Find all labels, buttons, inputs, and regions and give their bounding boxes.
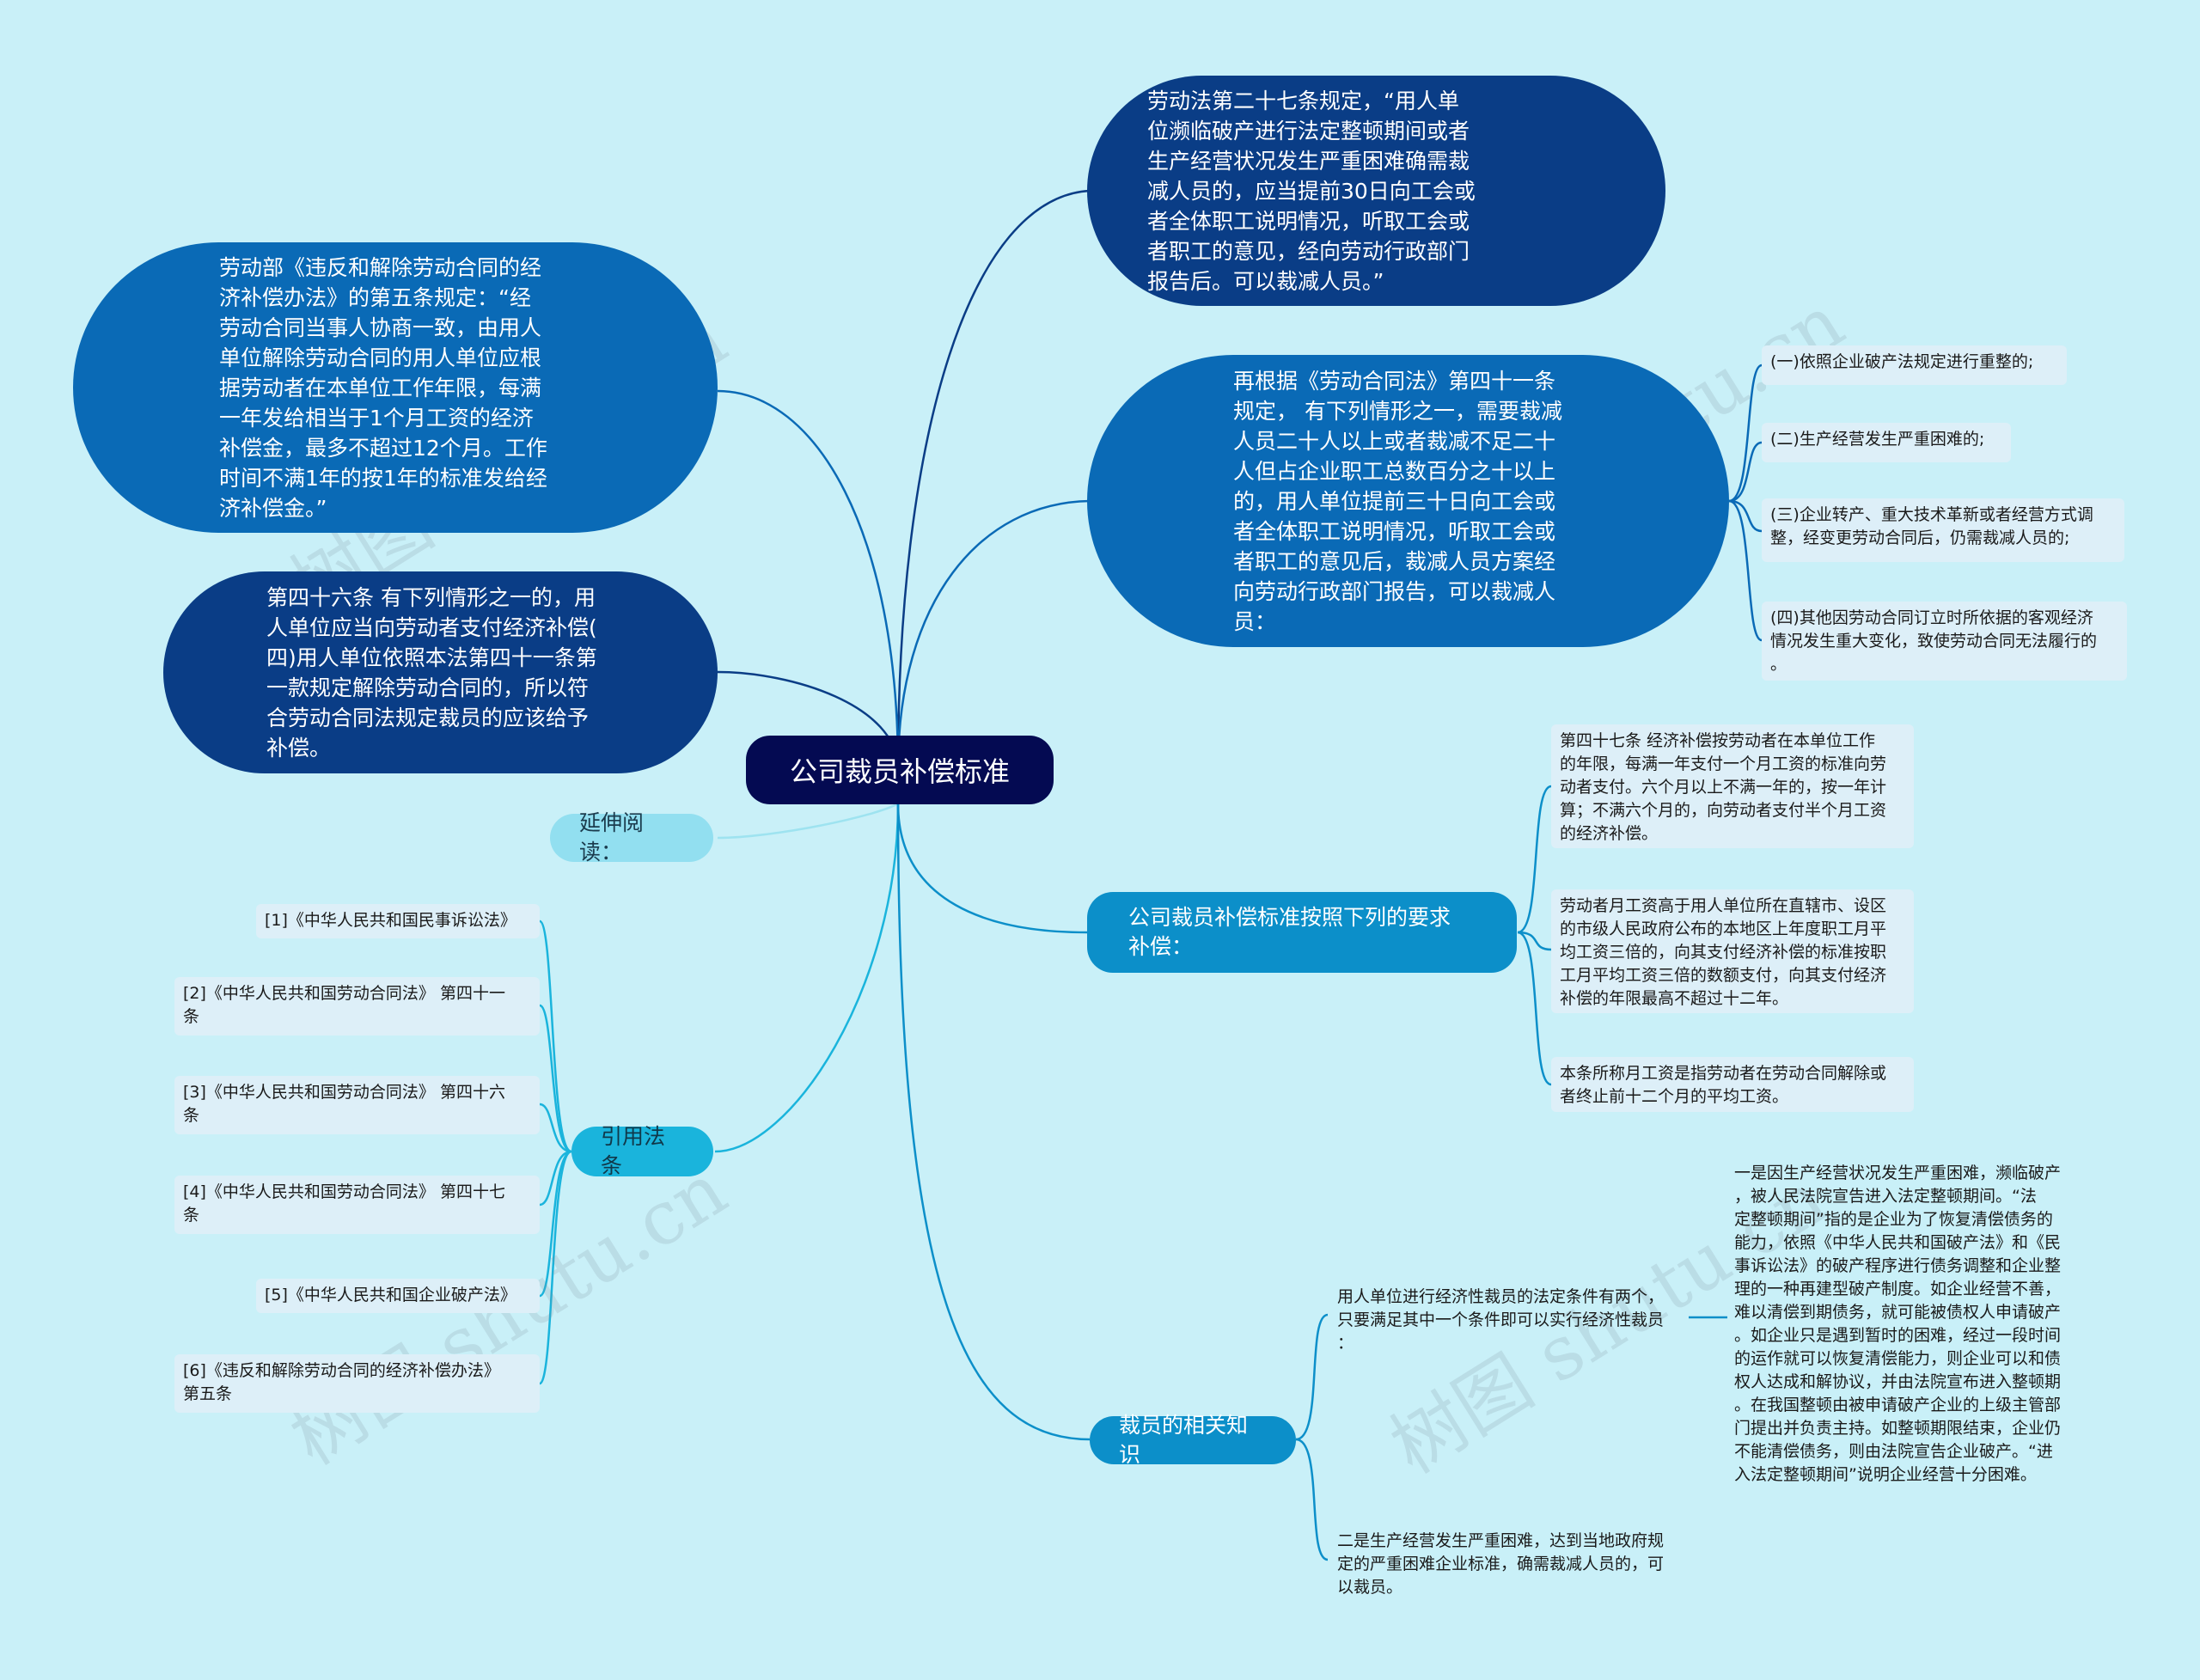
knowledge-condition-intro[interactable]: 用人单位进行经济性裁员的法定条件有两个， 只要满足其中一个条件即可以实行经济性裁… — [1337, 1287, 1665, 1353]
edge-knowledge — [896, 803, 1091, 1441]
branch-text: 劳动法第二十七条规定，“用人单 位濒临破产进行法定整顿期间或者 生产经营状况发生… — [1147, 88, 1476, 294]
knowledge-condition-two[interactable]: 二是生产经营发生严重困难，达到当地政府规 定的严重困难企业标准，确需裁减人员的，… — [1337, 1531, 1665, 1597]
edge-standard — [896, 803, 1088, 934]
edge-left-1 — [717, 389, 900, 770]
standard-item[interactable]: 本条所称月工资是指劳动者在劳动合同解除或 者终止前十二个月的平均工资。 — [1551, 1057, 1914, 1112]
branch-label: 公司裁员补偿标准按照下列的要求 补偿： — [1128, 905, 1451, 959]
branch-label: 裁员的相关知识 — [1119, 1413, 1249, 1467]
condition-item[interactable]: (一)依照企业破产法规定进行重整的; — [1762, 345, 2067, 385]
branch-label: 引用法条 — [601, 1124, 666, 1178]
standard-item[interactable]: 第四十七条 经济补偿按劳动者在本单位工作 的年限，每满一年支付一个月工资的标准向… — [1551, 724, 1914, 848]
branch-compensation-method[interactable]: 劳动部《违反和解除劳动合同的经 济补偿办法》的第五条规定：“经 劳动合同当事人协… — [73, 242, 718, 533]
branch-text: 劳动部《违反和解除劳动合同的经 济补偿办法》的第五条规定：“经 劳动合同当事人协… — [219, 254, 547, 521]
citation-item[interactable]: [1]《中华人民共和国民事诉讼法》 — [256, 904, 540, 938]
condition-item[interactable]: (四)其他因劳动合同订立时所依据的客观经济 情况发生重大变化，致使劳动合同无法履… — [1762, 602, 2127, 681]
branch-article-27[interactable]: 劳动法第二十七条规定，“用人单 位濒临破产进行法定整顿期间或者 生产经营状况发生… — [1087, 76, 1665, 306]
condition-item[interactable]: (三)企业转产、重大技术革新或者经营方式调 整，经变更劳动合同后，仍需裁减人员的… — [1762, 498, 2124, 562]
condition-item[interactable]: (二)生产经营发生严重困难的; — [1762, 423, 2011, 462]
standard-item[interactable]: 劳动者月工资高于用人单位所在直辖市、设区 的市级人民政府公布的本地区上年度职工月… — [1551, 889, 1914, 1013]
edge-cited — [714, 803, 900, 1153]
root-topic[interactable]: 公司裁员补偿标准 — [746, 736, 1054, 804]
branch-article-41[interactable]: 再根据《劳动合同法》第四十一条 规定， 有下列情形之一，需要裁减 人员二十人以上… — [1087, 355, 1729, 647]
branch-text: 再根据《劳动合同法》第四十一条 规定， 有下列情形之一，需要裁减 人员二十人以上… — [1233, 368, 1562, 634]
branch-article-46[interactable]: 第四十六条 有下列情形之一的，用 人单位应当向劳动者支付经济补偿( 四)用人单位… — [163, 571, 718, 773]
branch-compensation-standard[interactable]: 公司裁员补偿标准按照下列的要求 补偿： — [1087, 892, 1517, 973]
branch-extended-reading[interactable]: 延伸阅读： — [550, 810, 713, 864]
knowledge-condition-one-detail[interactable]: 一是因生产经营状况发生严重困难，濒临破产 ，被人民法院宣告进入法定整顿期间。“法… — [1734, 1164, 2062, 1484]
root-label: 公司裁员补偿标准 — [789, 755, 1010, 788]
citation-item[interactable]: [4]《中华人民共和国劳动合同法》 第四十七 条 — [174, 1176, 540, 1234]
citation-item[interactable]: [3]《中华人民共和国劳动合同法》 第四十六 条 — [174, 1076, 540, 1134]
edge-right-top-1 — [896, 189, 1091, 770]
citation-item[interactable]: [5]《中华人民共和国企业破产法》 — [256, 1279, 540, 1313]
edge-extended — [717, 802, 899, 840]
citation-item[interactable]: [6]《违反和解除劳动合同的经济补偿办法》 第五条 — [174, 1354, 540, 1413]
branch-cited-laws[interactable]: 引用法条 — [571, 1124, 713, 1178]
edge-right-top-2 — [896, 499, 1091, 770]
branch-label: 延伸阅读： — [579, 810, 645, 864]
branch-layoff-knowledge[interactable]: 裁员的相关知识 — [1090, 1413, 1296, 1467]
branch-text: 第四十六条 有下列情形之一的，用 人单位应当向劳动者支付经济补偿( 四)用人单位… — [266, 584, 597, 761]
citation-item[interactable]: [2]《中华人民共和国劳动合同法》 第四十一 条 — [174, 977, 540, 1035]
